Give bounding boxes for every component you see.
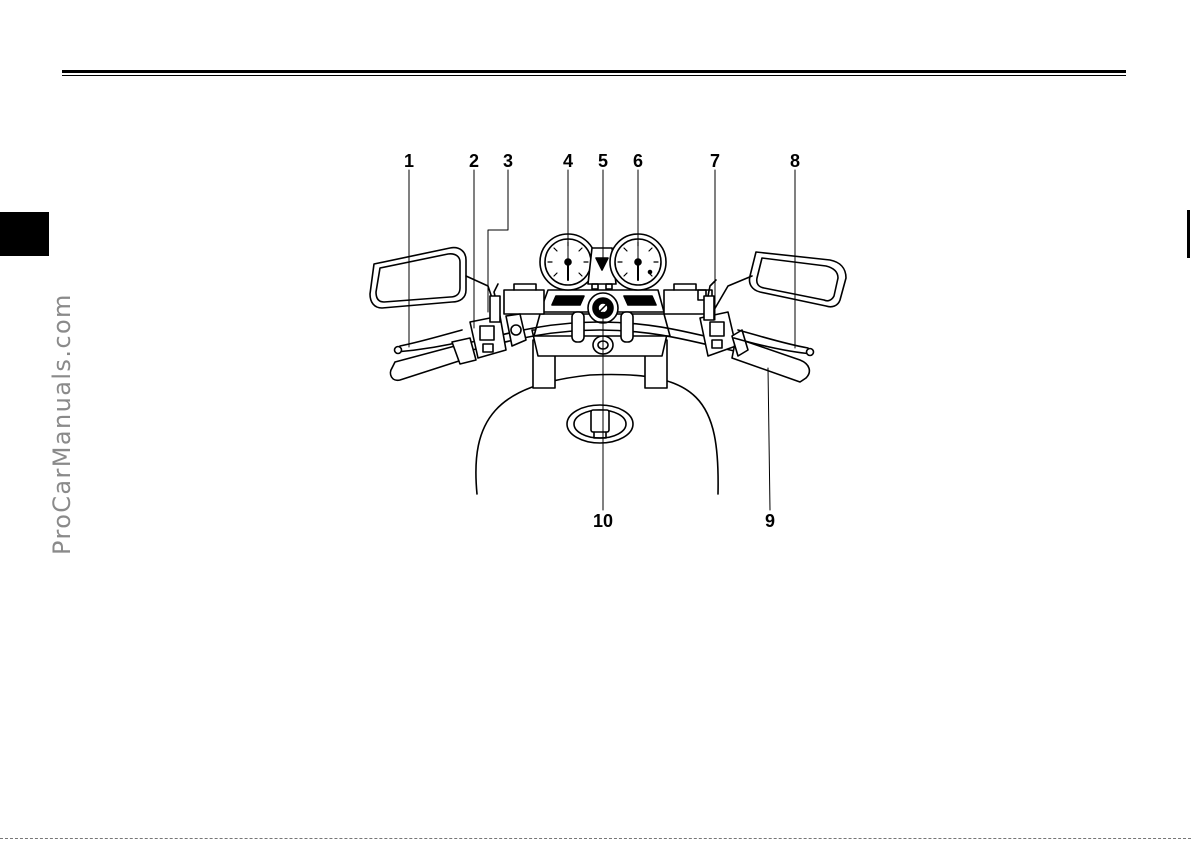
callout-10: 10: [593, 511, 613, 531]
callout-9: 9: [765, 511, 775, 531]
right-mirror: [714, 252, 846, 310]
callout-1: 1: [404, 151, 414, 171]
leader-line-9: [768, 368, 770, 510]
callout-6: 6: [633, 151, 643, 171]
callout-4: 4: [563, 151, 573, 171]
callout-7: 7: [710, 151, 720, 171]
fuel-tank: [476, 374, 718, 494]
left-mirror: [370, 248, 496, 310]
callout-3: 3: [503, 151, 513, 171]
callout-5: 5: [598, 151, 608, 171]
callout-2: 2: [469, 151, 479, 171]
callout-8: 8: [790, 151, 800, 171]
